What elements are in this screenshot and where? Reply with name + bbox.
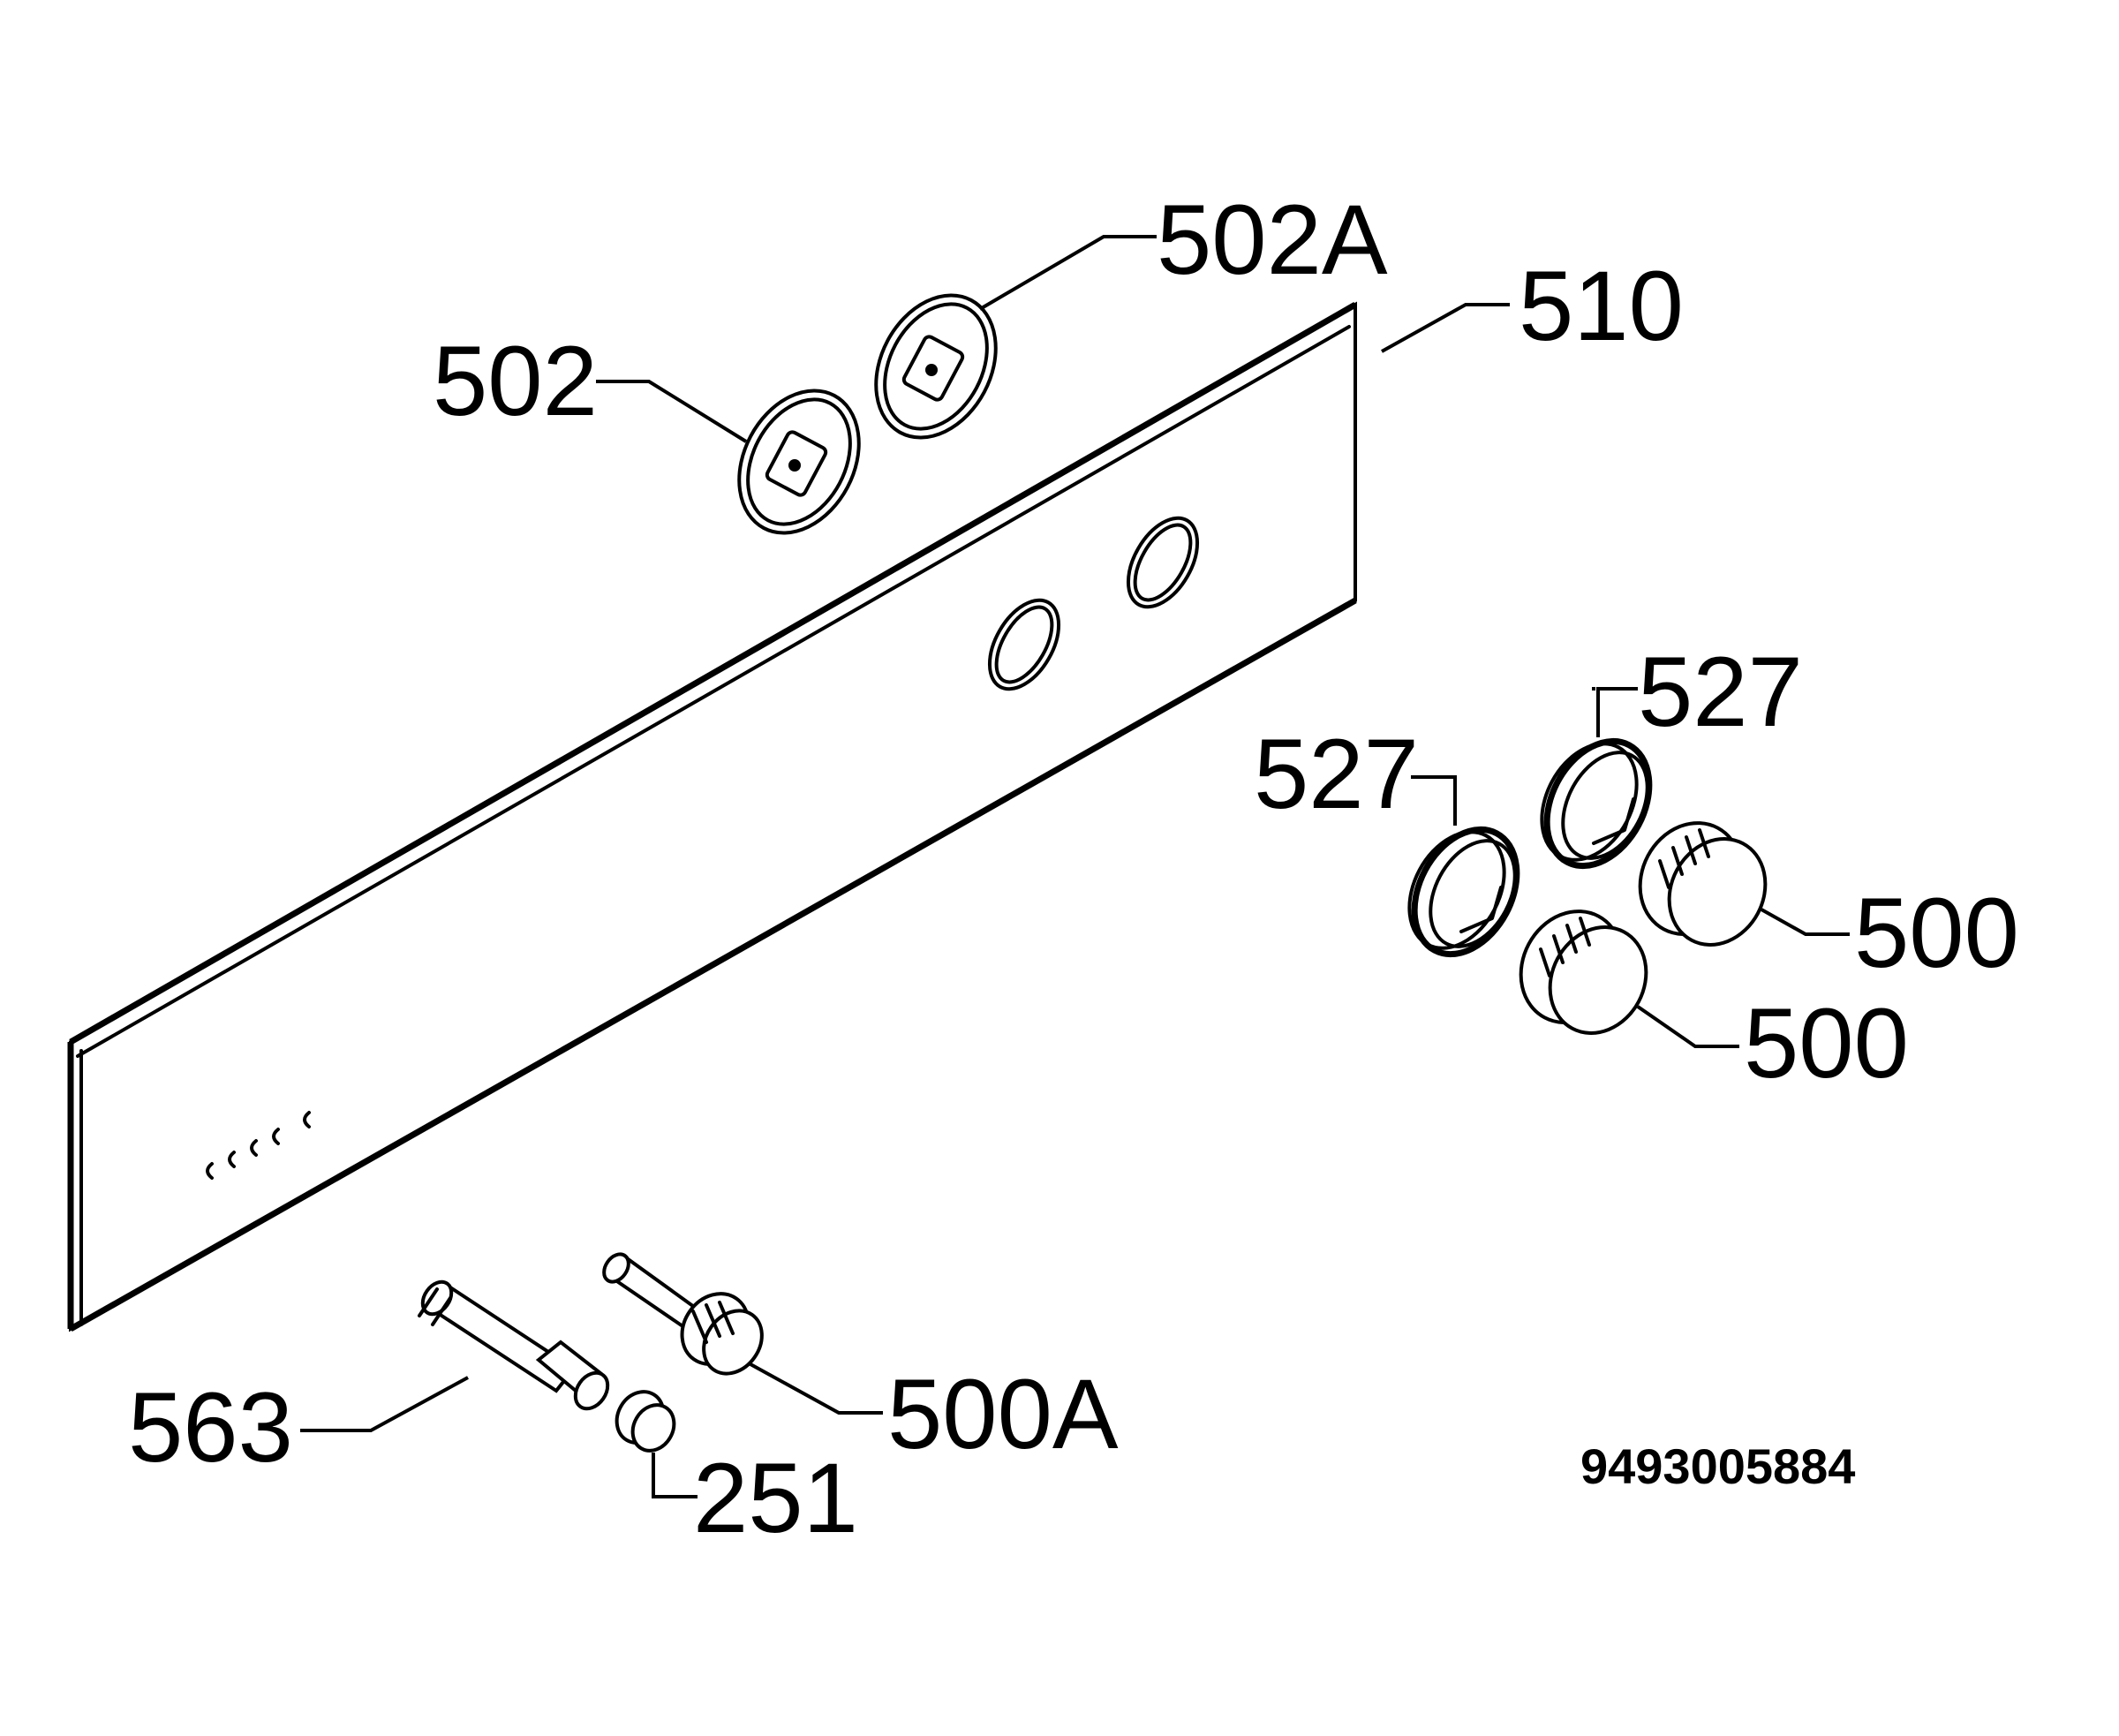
shaft-563 <box>418 1279 610 1411</box>
label-527-right: 527 <box>1638 637 1803 747</box>
bezel-502A <box>874 293 998 440</box>
control-panel-510 <box>67 301 1357 1332</box>
bezel-502 <box>737 389 861 535</box>
drawing-number: 9493005884 <box>1580 1438 1855 1494</box>
ring-527-left <box>1407 826 1520 958</box>
label-500-upper: 500 <box>1854 878 2019 988</box>
label-563: 563 <box>128 1372 293 1483</box>
label-502: 502 <box>433 326 598 436</box>
knob-500-upper <box>1638 821 1768 947</box>
ring-527-right <box>1540 737 1653 870</box>
label-510: 510 <box>1519 251 1684 361</box>
leader-lines <box>300 235 1850 1498</box>
cap-251 <box>615 1390 676 1453</box>
spindle-500A <box>602 1252 764 1376</box>
label-500-lower: 500 <box>1744 988 1909 1098</box>
label-527-left: 527 <box>1254 719 1419 829</box>
label-500A: 500A <box>887 1359 1119 1469</box>
knob-500-lower <box>1519 910 1648 1035</box>
label-502A: 502A <box>1157 185 1388 295</box>
label-251: 251 <box>693 1443 858 1553</box>
panel-indicator-marks <box>206 1111 311 1180</box>
